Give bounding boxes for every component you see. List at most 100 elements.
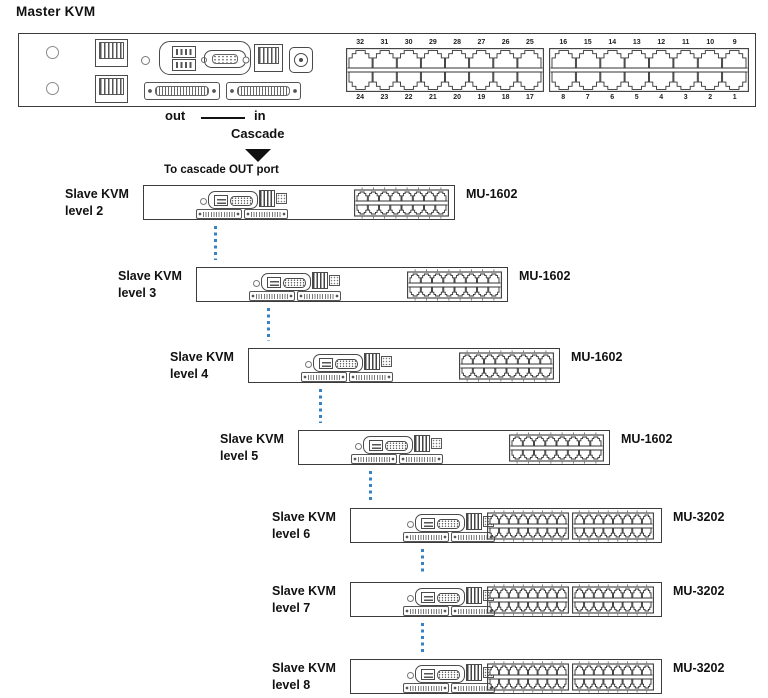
- vga-port-icon: [437, 670, 460, 680]
- slave-kvm-level: level 2: [65, 204, 104, 218]
- usb-port-icon: [319, 358, 333, 369]
- port-number: 3: [683, 94, 688, 101]
- led-indicator-icon: [407, 672, 414, 679]
- rj45-port-bank: [509, 432, 604, 464]
- port-number: 16: [559, 39, 568, 46]
- usb-port-icon: [369, 440, 383, 451]
- cascade-arrow-icon: [245, 149, 271, 162]
- rj45-port-bank: [459, 350, 554, 382]
- cascade-dotted-link: [319, 389, 322, 423]
- console-port-group: [415, 588, 465, 606]
- rj45-port-bank: [572, 661, 654, 693]
- power-jack-icon: [329, 275, 340, 286]
- port-number: 9: [732, 39, 737, 46]
- console-port-group: [261, 273, 311, 291]
- rj45-port-bank: [572, 510, 654, 542]
- to-cascade-out-port-label: To cascade OUT port: [164, 164, 279, 176]
- usb-port-icon: [421, 518, 435, 529]
- model-label: MU-1602: [519, 269, 571, 283]
- console-port-group: [208, 191, 258, 209]
- slave-kvm-title: Slave KVM: [272, 661, 336, 675]
- port-number: 32: [356, 39, 365, 46]
- cascade-out-connector-icon: [144, 82, 220, 100]
- model-label: MU-3202: [673, 661, 725, 675]
- rj45-port-icon: [364, 353, 380, 370]
- rj45-port-icon: [95, 39, 128, 67]
- cascade-out-label: out: [165, 108, 186, 123]
- port-number: 20: [453, 94, 462, 101]
- rj45-port-bank: [572, 584, 654, 616]
- port-number: 30: [404, 39, 413, 46]
- led-indicator-icon: [253, 280, 260, 287]
- rj45-port-bank: [549, 48, 749, 92]
- cascade-label: Cascade: [231, 126, 285, 141]
- port-number: 2: [708, 94, 713, 101]
- port-number: 27: [477, 39, 486, 46]
- vga-port-icon: [201, 50, 246, 68]
- rj45-port-icon: [95, 75, 128, 103]
- cascade-dotted-link: [214, 226, 217, 260]
- rj45-port-bank: [487, 661, 569, 693]
- cascade-out-connector-icon: [301, 372, 347, 382]
- console-port-group: [415, 665, 465, 683]
- rj45-port-bank: [487, 584, 569, 616]
- rj45-port-icon: [254, 44, 283, 72]
- rj45-port-icon: [466, 664, 482, 681]
- console-port-group: [313, 354, 363, 372]
- rj45-port-icon: [259, 190, 275, 207]
- port-number: 24: [356, 94, 365, 101]
- usb-port-icon: [172, 46, 196, 58]
- usb-port-icon: [267, 277, 281, 288]
- power-jack-icon: [289, 47, 313, 73]
- model-label: MU-1602: [621, 432, 673, 446]
- model-label: MU-1602: [466, 187, 518, 201]
- slave-kvm-level: level 3: [118, 286, 157, 300]
- slave-kvm-title: Slave KVM: [170, 350, 234, 364]
- cascade-out-connector-icon: [403, 532, 449, 542]
- port-number: 8: [561, 94, 566, 101]
- slave-kvm-device: [350, 508, 662, 543]
- screw-hole-icon: [46, 46, 59, 59]
- slave-kvm-level: level 5: [220, 449, 259, 463]
- master-kvm-label: Master KVM: [16, 4, 96, 19]
- port-number: 13: [632, 39, 641, 46]
- cascade-out-connector-icon: [403, 683, 449, 693]
- usb-port-icon: [421, 669, 435, 680]
- vga-port-icon: [437, 593, 460, 603]
- model-label: MU-1602: [571, 350, 623, 364]
- vga-port-icon: [335, 359, 358, 369]
- slave-kvm-level: level 4: [170, 367, 209, 381]
- cascade-dotted-link: [267, 308, 270, 341]
- led-indicator-icon: [407, 595, 414, 602]
- slave-kvm-name-label: Slave KVM level 6: [272, 509, 346, 543]
- slave-kvm-name-label: Slave KVM level 4: [170, 349, 244, 383]
- vga-port-icon: [437, 519, 460, 529]
- port-number: 21: [428, 94, 437, 101]
- power-jack-icon: [276, 193, 287, 204]
- slave-kvm-device: [143, 185, 455, 220]
- slave-kvm-title: Slave KVM: [65, 187, 129, 201]
- console-port-group: [415, 514, 465, 532]
- rj45-port-bank: [354, 187, 449, 219]
- port-number: 7: [585, 94, 590, 101]
- slave-kvm-device: [350, 659, 662, 694]
- model-label: MU-3202: [673, 510, 725, 524]
- cascade-dotted-link: [369, 471, 372, 501]
- port-number: 17: [525, 94, 534, 101]
- rj45-port-icon: [466, 587, 482, 604]
- power-jack-icon: [381, 356, 392, 367]
- console-port-group: [363, 436, 413, 454]
- console-port-group: [159, 41, 251, 75]
- cascade-out-connector-icon: [351, 454, 397, 464]
- slave-kvm-level: level 8: [272, 678, 311, 692]
- slave-kvm-device: [298, 430, 610, 465]
- usb-port-icon: [214, 195, 228, 206]
- cascade-in-connector-icon: [244, 209, 288, 219]
- port-number: 19: [477, 94, 486, 101]
- cascade-in-connector-icon: [226, 82, 301, 100]
- port-number: 6: [610, 94, 615, 101]
